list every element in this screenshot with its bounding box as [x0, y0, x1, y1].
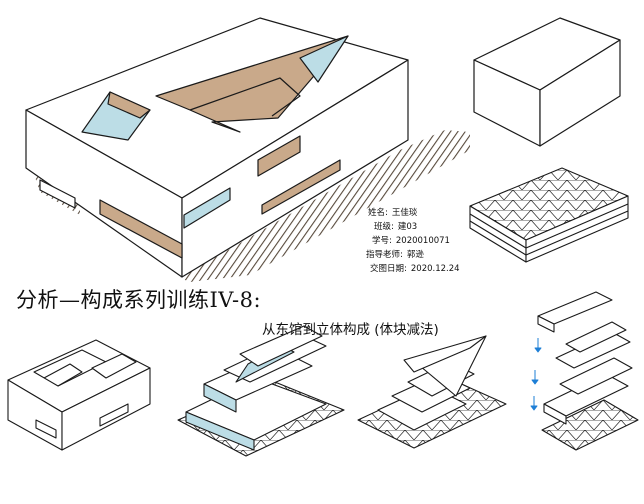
name-row: 姓名:王佳琰: [368, 206, 460, 220]
name-label: 姓名:: [368, 208, 388, 218]
id-row: 学号:2020010071: [372, 234, 460, 248]
advisor-value: 郭逊: [406, 250, 424, 260]
date-row: 交图日期:2020.12.24: [370, 262, 460, 276]
id-label: 学号:: [372, 236, 392, 246]
roof-opening-right-glass: [299, 35, 349, 83]
page-title: 分析—构成系列训练IV-8:: [16, 288, 262, 312]
diagram-step-1: [7, 339, 151, 451]
advisor-label: 指导老师:: [366, 250, 403, 260]
page-subtitle: 从东馆到立体构成 (体块减法): [262, 322, 439, 338]
arrow-down-icon: [530, 338, 542, 411]
main-building-sketch: [25, 17, 470, 282]
roof-opening-left-wall: [107, 91, 151, 119]
side-slot-1: [257, 135, 301, 177]
side-slot-2: [183, 187, 231, 229]
advisor-row: 指导老师:郭逊: [366, 248, 460, 262]
main-building-shadow: [180, 130, 470, 282]
date-value: 2020.12.24: [410, 264, 460, 274]
layered-grid-model: [469, 167, 629, 263]
date-label: 交图日期:: [370, 264, 407, 274]
massing-model-block: [473, 17, 621, 147]
diagram-step-2: [177, 325, 345, 457]
class-row: 班级:建03: [374, 220, 460, 234]
project-info-block: 姓名:王佳琰 班级:建03 学号:2020010071 指导老师:郭逊 交图日期…: [366, 206, 460, 276]
diagram-step-4-exploded: [530, 291, 639, 451]
id-value: 2020010071: [395, 236, 450, 246]
class-value: 建03: [397, 222, 418, 232]
diagram-step-3: [357, 335, 507, 449]
class-label: 班级:: [374, 222, 394, 232]
side-slot-3: [261, 159, 341, 215]
front-slot: [99, 199, 183, 259]
name-value: 王佳琰: [391, 208, 418, 218]
